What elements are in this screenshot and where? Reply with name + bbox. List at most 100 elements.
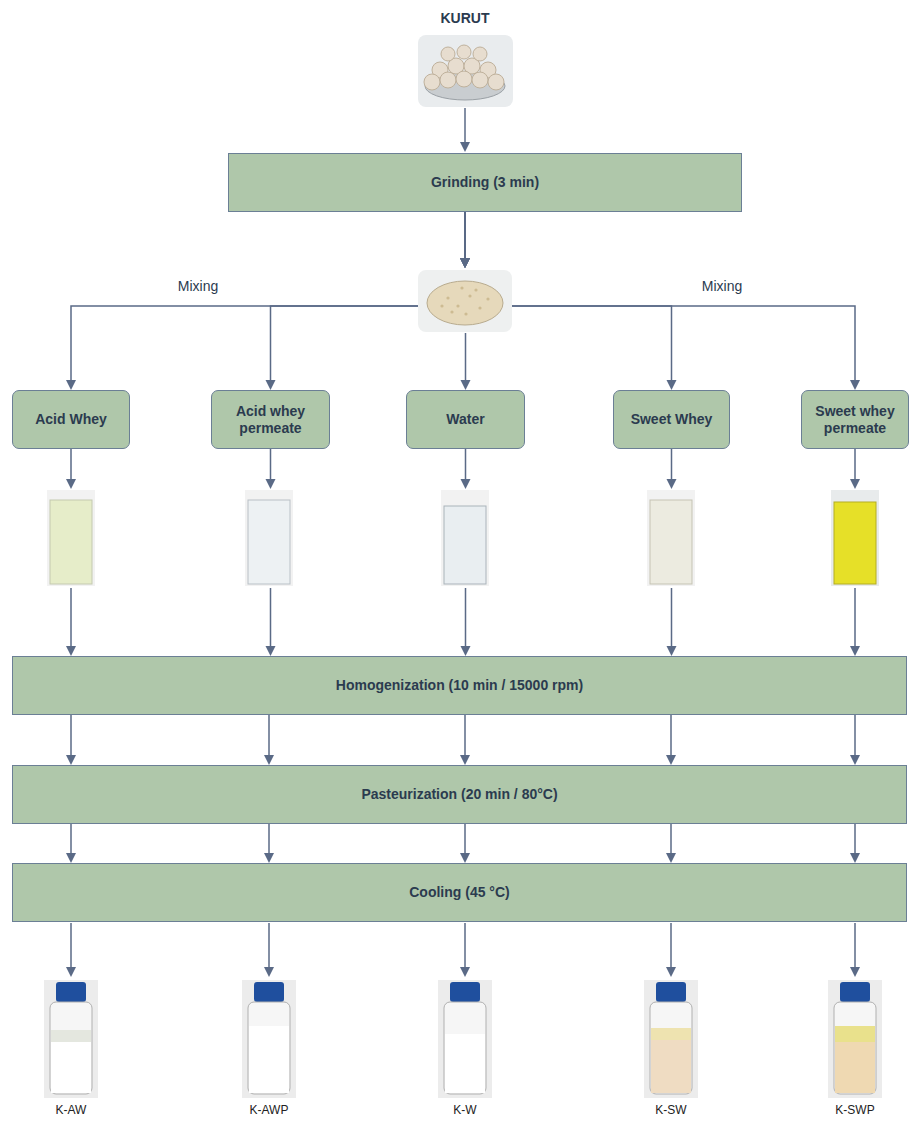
connector-line <box>670 824 672 854</box>
node-text: Acid Whey <box>35 411 107 428</box>
arrowhead <box>461 380 471 390</box>
arrowhead <box>460 258 470 268</box>
connector-line <box>854 824 856 854</box>
liquid-box: Water <box>406 390 525 449</box>
arrowhead <box>66 755 76 765</box>
arrowhead <box>460 853 470 863</box>
sample-label: K-SWP <box>833 1103 876 1117</box>
connector-line <box>70 824 72 854</box>
connector-line <box>70 715 72 756</box>
process-box: Grinding (3 min) <box>228 153 742 212</box>
connector-line <box>465 212 672 381</box>
flow-arrow <box>667 449 677 656</box>
sample-label: K-W <box>451 1103 478 1117</box>
arrowhead <box>266 380 276 390</box>
arrowhead <box>266 479 276 489</box>
node-text: Sweet whey permeate <box>808 403 902 437</box>
node-text: Water <box>446 411 484 428</box>
flow-arrow <box>666 715 676 765</box>
arrowhead <box>850 479 860 489</box>
arrowhead <box>666 755 676 765</box>
arrowhead <box>667 646 677 656</box>
arrowhead <box>66 646 76 656</box>
liquid-box: Sweet whey permeate <box>801 390 909 449</box>
step-label: Mixing <box>700 278 744 294</box>
arrowhead <box>66 853 76 863</box>
flow-arrow <box>850 449 860 656</box>
connector-line <box>268 715 270 756</box>
arrowhead <box>264 755 274 765</box>
beaker-photos <box>47 490 879 586</box>
connector-line <box>268 824 270 854</box>
ground-kurut-photo <box>418 270 512 332</box>
flow-arrow <box>460 212 677 390</box>
flow-arrow <box>460 212 860 390</box>
node-text: Cooling (45 °C) <box>409 884 509 901</box>
arrowhead <box>461 479 471 489</box>
flow-arrow <box>66 449 76 656</box>
liquid-box: Sweet Whey <box>613 390 730 449</box>
flow-arrow <box>66 824 76 863</box>
flow-arrow <box>66 212 470 390</box>
node-text: Homogenization (10 min / 15000 rpm) <box>336 677 583 694</box>
arrowhead <box>460 755 470 765</box>
step-label: Mixing <box>176 278 220 294</box>
arrowhead <box>667 479 677 489</box>
liquid-box: Acid whey permeate <box>211 390 330 449</box>
connector-line <box>270 449 272 647</box>
connector-line <box>465 212 855 381</box>
connector-line <box>464 715 466 756</box>
flow-arrow <box>461 449 471 656</box>
connector-line <box>854 715 856 756</box>
process-band: Homogenization (10 min / 15000 rpm) <box>12 656 907 715</box>
flow-arrow <box>264 715 274 765</box>
arrowhead <box>850 380 860 390</box>
arrowhead <box>666 853 676 863</box>
arrowhead <box>850 755 860 765</box>
flow-arrow <box>460 715 470 765</box>
arrowhead <box>266 646 276 656</box>
node-text: Acid whey permeate <box>218 403 323 437</box>
arrowhead <box>850 646 860 656</box>
liquid-box: Acid Whey <box>12 390 130 449</box>
node-text: Pasteurization (20 min / 80°C) <box>361 786 557 803</box>
arrowhead <box>460 258 470 268</box>
flow-arrow <box>266 449 276 656</box>
bottle-photos <box>44 980 882 1098</box>
diagram-title: KURUT <box>441 10 490 26</box>
connector-line <box>671 449 673 647</box>
arrowhead <box>460 258 470 268</box>
flow-arrow <box>850 824 860 863</box>
process-band: Cooling (45 °C) <box>12 863 907 922</box>
arrowhead <box>461 646 471 656</box>
connector-line <box>70 449 72 647</box>
arrowhead <box>66 380 76 390</box>
flow-arrow <box>666 824 676 863</box>
arrowhead <box>850 853 860 863</box>
static-arrows <box>66 108 860 977</box>
flow-arrow <box>850 715 860 765</box>
node-text: Grinding (3 min) <box>431 174 539 191</box>
node-text: Sweet Whey <box>631 411 713 428</box>
sample-label: K-AW <box>54 1103 89 1117</box>
arrowhead <box>667 380 677 390</box>
flow-arrow <box>66 715 76 765</box>
flow-arrow <box>264 824 274 863</box>
process-band: Pasteurization (20 min / 80°C) <box>12 765 907 824</box>
sample-label: K-SW <box>653 1103 688 1117</box>
arrowhead <box>66 479 76 489</box>
kurut-photo <box>418 35 513 107</box>
flow-arrow <box>460 824 470 863</box>
connector-line <box>71 212 465 381</box>
flow-arrow <box>266 212 471 390</box>
connector-line <box>464 824 466 854</box>
sample-label: K-AWP <box>248 1103 291 1117</box>
arrowhead <box>460 258 470 268</box>
connector-line <box>465 449 467 647</box>
connector-line <box>854 449 856 647</box>
connector-line <box>670 715 672 756</box>
arrowhead <box>264 853 274 863</box>
arrowhead <box>460 258 470 268</box>
connector-line <box>271 212 466 381</box>
